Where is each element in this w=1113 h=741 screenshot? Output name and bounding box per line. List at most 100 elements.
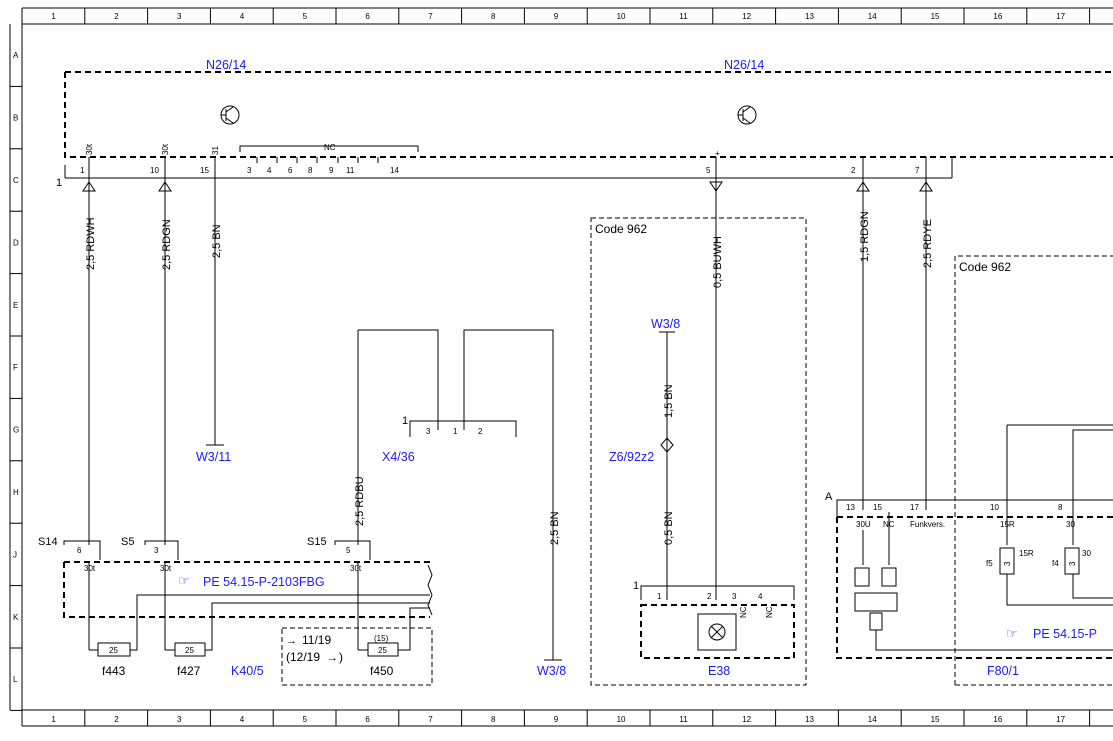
pin-4: 4 (267, 166, 272, 175)
s15-label: S15 (307, 536, 327, 548)
x4-36-label: X4/36 (382, 450, 415, 464)
svg-text:f5: f5 (986, 559, 993, 568)
svg-text:1: 1 (657, 592, 662, 601)
control-unit-n26: N26/14 N26/14 NC (64, 58, 1113, 179)
svg-text:3: 3 (1068, 561, 1077, 566)
pin-6: 6 (288, 166, 293, 175)
grid-row-label: C (13, 176, 19, 185)
grid-column-label: 11 (679, 12, 688, 21)
grid-column-label: 10 (617, 12, 626, 21)
svg-text:30: 30 (1082, 549, 1091, 558)
grid-row-label: B (13, 114, 18, 123)
grid-column-label: 15 (931, 12, 940, 21)
svg-text:15: 15 (873, 503, 882, 512)
svg-text:30t: 30t (161, 143, 170, 155)
nc-label: NC (324, 143, 336, 152)
f450-label: f450 (370, 664, 394, 678)
module-a: A 13 15 17 10 8 30U NC Funkvers. 15R 30 … (825, 424, 1113, 678)
grid-column-label: 5 (303, 12, 308, 21)
pin-2: 2 (851, 166, 856, 175)
svg-text:NC: NC (739, 606, 748, 618)
grid-column-label: 12 (742, 12, 751, 21)
grid-row-label: L (13, 675, 18, 684)
grid-column-label: 7 (428, 715, 433, 724)
grid-column-label: 5 (303, 715, 308, 724)
z6-label: Z6/92z2 (609, 450, 654, 464)
svg-text:3: 3 (1003, 561, 1012, 566)
pin-5: 5 (706, 166, 711, 175)
grid-row-label: J (13, 550, 17, 559)
pin-14: 14 (390, 166, 399, 175)
k40-date-1: 11/19 (302, 633, 331, 647)
wire-rdbu: 2,5 RDBU (354, 476, 366, 526)
svg-text:2: 2 (707, 592, 712, 601)
n26-label-left: N26/14 (206, 58, 246, 72)
wire-bn: 2,5 BN (211, 224, 223, 258)
grid-column-label: 14 (868, 715, 877, 724)
k40-date-2: (12/19 (286, 650, 320, 664)
wire-rdgn15: 1,5 RDGN (859, 211, 871, 262)
s14-label: S14 (38, 536, 58, 548)
svg-text:30t: 30t (85, 143, 94, 155)
wire-rdgn: 2,5 RDGN (161, 219, 173, 270)
grid-column-label: 15 (931, 715, 940, 724)
grid-column-label: 13 (805, 715, 814, 724)
svg-text:30t: 30t (350, 564, 362, 573)
w3-11-label: W3/11 (196, 450, 231, 464)
wires: 2,5 RDWH 2,5 RDGN 2,5 BN 0,5 BUWH 1,5 RD… (82, 157, 934, 678)
grid-column-label: 16 (993, 715, 1002, 724)
grid-column-label: 9 (554, 12, 559, 21)
grid-column-label: 1 (51, 12, 56, 21)
svg-text:31: 31 (211, 146, 220, 155)
f80-label: F80/1 (987, 664, 1019, 678)
w3-8-bottom: W3/8 (537, 664, 566, 678)
grid-column-label: 10 (617, 715, 626, 724)
pin-10: 10 (150, 166, 159, 175)
grid-row-label: H (13, 488, 19, 497)
code-box-right: Code 962 (954, 255, 1113, 686)
hand-icon: ☞ (178, 573, 190, 588)
wire-buwh: 0,5 BUWH (712, 236, 724, 288)
pin-8: 8 (308, 166, 313, 175)
grid-column-label: 3 (177, 12, 182, 21)
row-one-label: 1 (56, 177, 62, 189)
svg-text:3: 3 (426, 427, 431, 436)
pin-11: 11 (346, 166, 355, 175)
grid-column-label: 14 (868, 12, 877, 21)
svg-text:17: 17 (910, 503, 919, 512)
pe-ref-left: PE 54.15-P-2103FBG (203, 575, 325, 589)
connector-c: 1 1 10 15 3 4 6 8 9 11 14 5 2 7 30t 30t … (56, 143, 927, 189)
f443-label: f443 (102, 664, 126, 678)
grid-column-label: 4 (240, 715, 245, 724)
grid-row-label: F (13, 363, 18, 372)
svg-text:3: 3 (732, 592, 737, 601)
svg-text:0,5 BN: 0,5 BN (663, 511, 675, 545)
pin-15: 15 (200, 166, 209, 175)
grid-column-label: 16 (993, 12, 1002, 21)
svg-text:25: 25 (185, 646, 194, 655)
grid-column-label: 6 (365, 715, 370, 724)
svg-text:30t: 30t (160, 564, 172, 573)
svg-text:30t: 30t (84, 564, 96, 573)
arrow-icon: → (286, 635, 297, 647)
grid-column-label: 6 (365, 12, 370, 21)
svg-text:NC: NC (765, 606, 774, 618)
grid-column-label: 1 (51, 715, 56, 724)
wire-bn-right: 2,5 BN (549, 511, 561, 545)
grid-row-label: D (13, 238, 19, 247)
k40-label: K40/5 (231, 664, 264, 678)
svg-text:A: A (825, 491, 833, 503)
grid-column-label: 7 (428, 12, 433, 21)
f427-label: f427 (177, 664, 201, 678)
svg-text:25: 25 (378, 646, 387, 655)
code-mid-label: Code 962 (595, 222, 647, 236)
grid-column-label: 12 (742, 715, 751, 724)
grid-column-label: 8 (491, 12, 496, 21)
svg-text:1: 1 (633, 580, 639, 592)
svg-text:+: + (715, 149, 720, 158)
grid-column-label: 2 (114, 12, 119, 21)
svg-text:1,5 BN: 1,5 BN (663, 384, 675, 418)
pin-9: 9 (329, 166, 334, 175)
pin-1: 1 (80, 166, 85, 175)
